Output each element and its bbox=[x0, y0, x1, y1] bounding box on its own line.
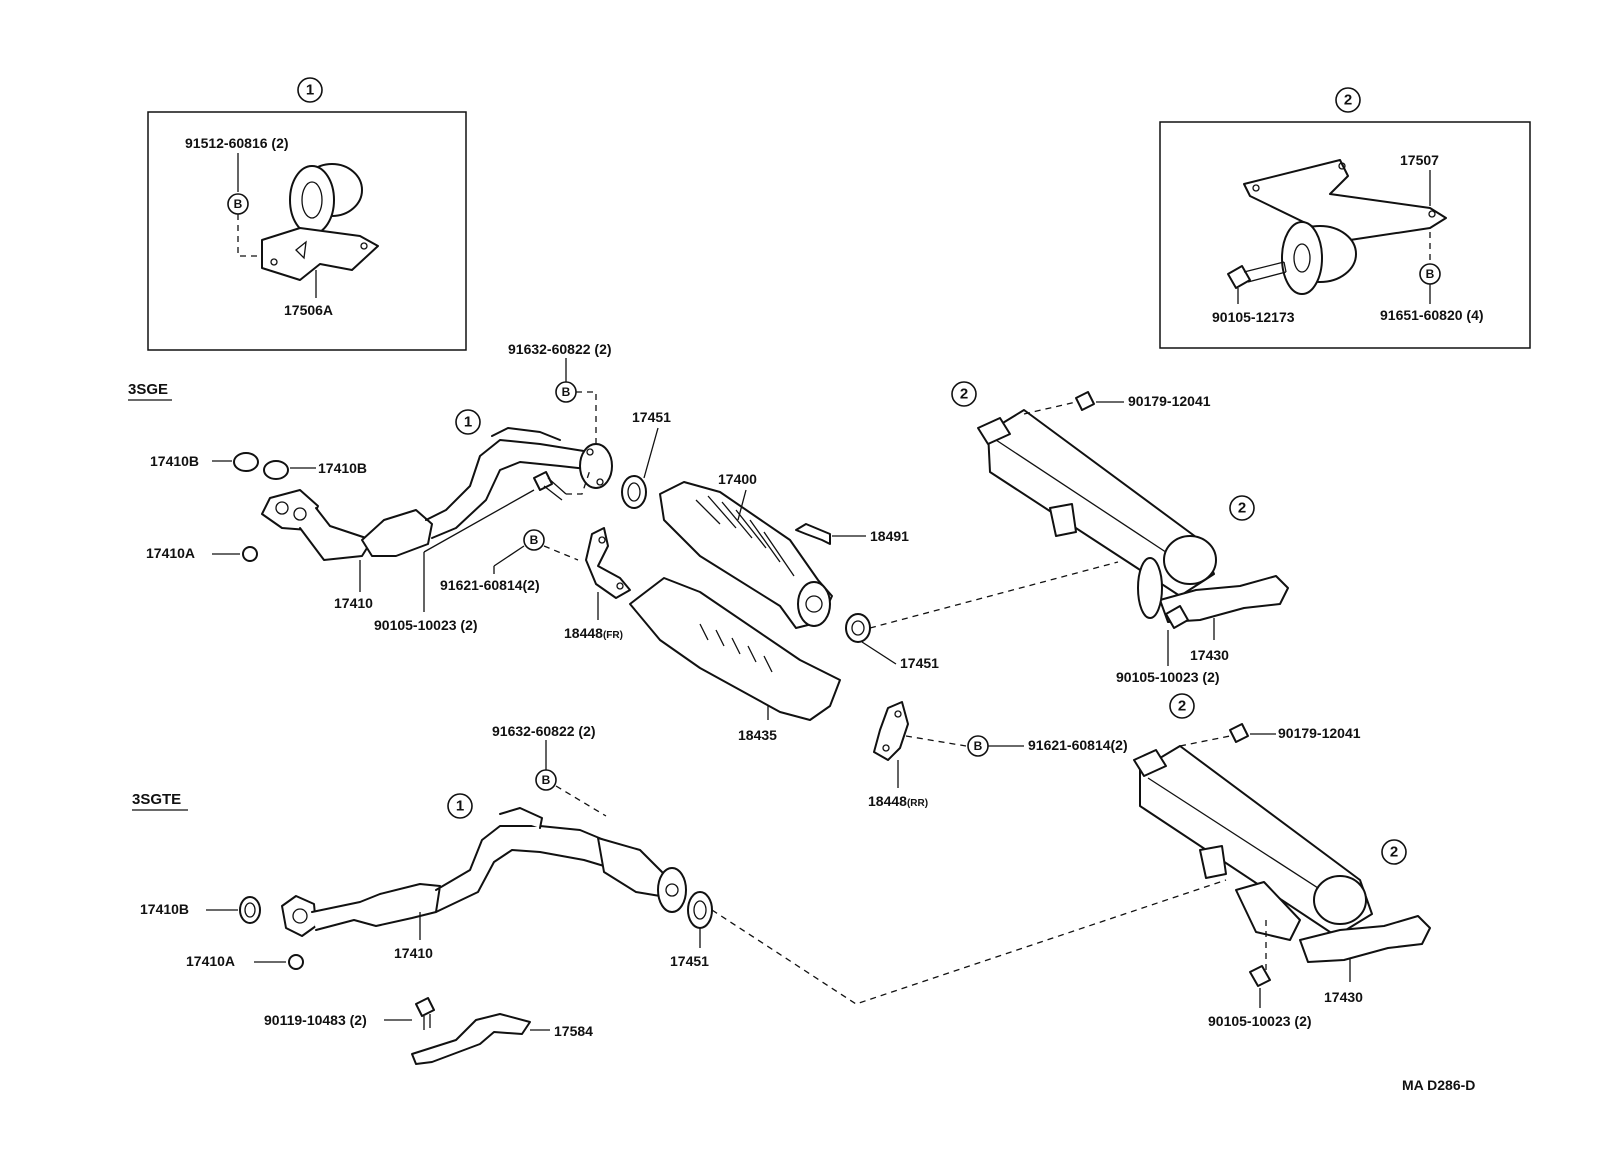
bolt-90105-3sge-rear bbox=[1165, 605, 1189, 629]
converter-17400 bbox=[659, 481, 833, 629]
label-91632-60822-3sge: 91632-60822 (2) bbox=[508, 341, 612, 357]
muffler-17430-3sge bbox=[977, 409, 1289, 623]
label-17410a-3sge: 17410A bbox=[146, 545, 195, 561]
label-17507: 17507 bbox=[1400, 152, 1439, 168]
label-17506a: 17506A bbox=[284, 302, 333, 318]
label-91621-60814-rr: 91621-60814(2) bbox=[1028, 737, 1128, 753]
callout-1-3sge bbox=[455, 409, 481, 435]
svg-text:B: B bbox=[974, 739, 983, 753]
label-17400: 17400 bbox=[718, 471, 757, 487]
label-17451-3sge-top: 17451 bbox=[632, 409, 671, 425]
label-18491: 18491 bbox=[870, 528, 909, 544]
label-90105-10023-3sge-rear: 90105-10023 (2) bbox=[1116, 669, 1220, 685]
label-18448-rr: 18448(RR) bbox=[868, 793, 928, 809]
gasket-17410b-right bbox=[263, 460, 289, 480]
heat-shield-18435 bbox=[629, 577, 841, 721]
label-17430-3sge: 17430 bbox=[1190, 647, 1229, 663]
label-91651-60820: 91651-60820 (4) bbox=[1380, 307, 1484, 323]
section-3sgte: 3SGTE 91632-60822 (2) B 1 17410B 17410A bbox=[132, 693, 1431, 1065]
label-91512-60816: 91512-60816 (2) bbox=[185, 135, 289, 151]
label-18448-fr: 18448(FR) bbox=[564, 625, 623, 641]
label-17410-3sgte: 17410 bbox=[394, 945, 433, 961]
bolt-90105-3sgte bbox=[1249, 965, 1271, 987]
label-90179-12041-3sge: 90179-12041 bbox=[1128, 393, 1211, 409]
callout-b-3sge-mid bbox=[523, 529, 545, 551]
label-17410b-3sgte: 17410B bbox=[140, 901, 189, 917]
bolt-90119-10483 bbox=[415, 997, 435, 1017]
callout-b-inset1-label: B bbox=[234, 197, 243, 211]
callout-1-3sgte bbox=[447, 793, 473, 819]
gasket-17410b-3sgte bbox=[239, 896, 261, 924]
gasket-17451-3sge-mid bbox=[845, 613, 871, 643]
engine-title-3sge: 3SGE bbox=[128, 381, 168, 398]
bracket-17584 bbox=[411, 1013, 531, 1065]
front-pipe-17410-3sge bbox=[261, 427, 613, 561]
callout-2-3sge-a bbox=[951, 381, 977, 407]
svg-text:2: 2 bbox=[1178, 698, 1186, 715]
svg-text:B: B bbox=[530, 533, 539, 547]
nut-90179-3sgte bbox=[1229, 723, 1249, 743]
label-17451-3sge-mid: 17451 bbox=[900, 655, 939, 671]
gasket-17451-3sge-top bbox=[621, 475, 647, 509]
label-17410b-3sge-right: 17410B bbox=[318, 460, 367, 476]
svg-text:2: 2 bbox=[1390, 844, 1398, 861]
svg-text:1: 1 bbox=[464, 414, 472, 431]
front-pipe-17410-3sgte bbox=[281, 807, 687, 937]
nut-90179-3sge bbox=[1075, 391, 1095, 411]
label-90105-10023-3sge: 90105-10023 (2) bbox=[374, 617, 478, 633]
label-90119-10483: 90119-10483 (2) bbox=[264, 1012, 367, 1028]
label-17410b-3sge-left: 17410B bbox=[150, 453, 199, 469]
svg-text:2: 2 bbox=[1238, 500, 1246, 517]
callout-1-inset bbox=[297, 77, 323, 103]
svg-text:2: 2 bbox=[960, 386, 968, 403]
inset-1: 1 91512-60816 (2) B 17506A bbox=[147, 77, 467, 351]
callout-b-inset2-label: B bbox=[1426, 267, 1435, 281]
diagram-code: MA D286-D bbox=[1402, 1077, 1475, 1093]
label-91632-60822-3sgte: 91632-60822 (2) bbox=[492, 723, 596, 739]
gasket-17451-3sgte bbox=[687, 891, 713, 929]
callout-2-inset-label: 2 bbox=[1344, 92, 1352, 109]
callout-2-inset bbox=[1335, 87, 1361, 113]
clip-18491 bbox=[795, 523, 831, 545]
label-90105-10023-3sgte: 90105-10023 (2) bbox=[1208, 1013, 1312, 1029]
insulator-18448-rr bbox=[873, 701, 909, 761]
label-90179-12041-3sgte: 90179-12041 bbox=[1278, 725, 1361, 741]
section-3sge: 3SGE 91632-60822 (2) B 1 17451 17410B bbox=[128, 341, 1289, 809]
label-91621-60814-3sge: 91621-60814(2) bbox=[440, 577, 540, 593]
mount-rubber-17506a bbox=[261, 163, 379, 281]
callout-2-3sgte-a bbox=[1169, 693, 1195, 719]
label-17410-3sge: 17410 bbox=[334, 595, 373, 611]
svg-text:B: B bbox=[562, 385, 571, 399]
label-17430-3sgte: 17430 bbox=[1324, 989, 1363, 1005]
callout-b-3sgte bbox=[535, 769, 557, 791]
gasket-17410b-left bbox=[233, 452, 259, 472]
label-18435: 18435 bbox=[738, 727, 777, 743]
label-17584: 17584 bbox=[554, 1023, 593, 1039]
inset-2: 2 17507 B 91651-60820 (4) 90105-12173 bbox=[1159, 87, 1531, 349]
label-17451-3sgte: 17451 bbox=[670, 953, 709, 969]
callout-2-3sge-b bbox=[1229, 495, 1255, 521]
label-90105-12173: 90105-12173 bbox=[1212, 309, 1295, 325]
inset-1-frame bbox=[147, 111, 467, 351]
callout-1-inset-label: 1 bbox=[306, 82, 314, 99]
engine-title-3sgte: 3SGTE bbox=[132, 791, 181, 808]
svg-text:B: B bbox=[542, 773, 551, 787]
insulator-18448-fr bbox=[585, 527, 631, 599]
nut-17410a-3sge bbox=[242, 546, 258, 562]
bracket-17507 bbox=[1243, 159, 1447, 295]
callout-2-3sgte-b bbox=[1381, 839, 1407, 865]
bolt-90105-12173 bbox=[1227, 261, 1287, 289]
muffler-17430-3sgte bbox=[1133, 745, 1431, 963]
label-17410a-3sgte: 17410A bbox=[186, 953, 235, 969]
nut-17410a-3sgte bbox=[288, 954, 304, 970]
svg-text:1: 1 bbox=[456, 798, 464, 815]
bolt-90105-3sge bbox=[533, 471, 553, 491]
inset-2-frame bbox=[1159, 121, 1531, 349]
